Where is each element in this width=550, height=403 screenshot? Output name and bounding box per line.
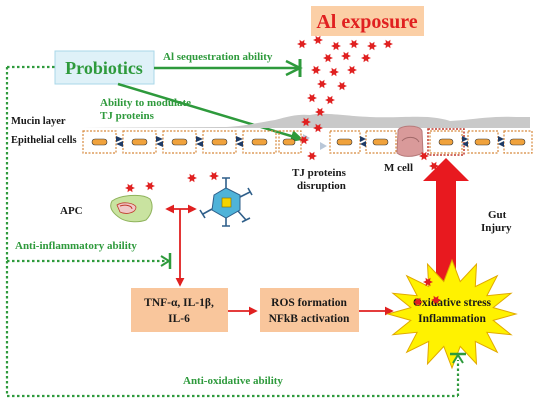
al-particle xyxy=(299,135,309,145)
al-exposure-label: Al exposure xyxy=(316,11,417,33)
ros-label-1: ROS formation xyxy=(271,297,347,309)
tj-protein xyxy=(462,136,468,147)
al-particle xyxy=(331,41,341,51)
tight-junctions xyxy=(116,136,504,147)
epithelial-cell xyxy=(329,130,361,154)
al-sequestration-label: Al sequestration ability xyxy=(163,51,273,63)
ros-box: ROS formation NFkB activation xyxy=(260,288,359,332)
tj-disruption-label-1: TJ proteins xyxy=(292,167,347,179)
tj-protein xyxy=(196,136,203,147)
al-particle xyxy=(431,295,441,305)
al-particle xyxy=(419,151,429,161)
gut-injury-label-2: Injury xyxy=(481,222,512,234)
al-particle xyxy=(329,67,339,77)
al-particle xyxy=(187,173,197,183)
cell-nucleus xyxy=(131,138,148,146)
al-particle xyxy=(307,93,317,103)
m-cell-pocket xyxy=(401,136,420,143)
cell-nucleus xyxy=(171,138,188,146)
al-exposure-box: Al exposure xyxy=(311,6,424,36)
ability-modulate-label-2: TJ proteins xyxy=(100,110,155,122)
cytokines-label-2: IL-6 xyxy=(168,313,190,325)
al-particle xyxy=(323,53,333,63)
al-particle xyxy=(413,297,423,307)
aluminium-particles xyxy=(125,35,441,307)
apc-cell-icon xyxy=(110,194,153,223)
dendritic-cell-icon xyxy=(199,177,253,227)
tj-disrupted xyxy=(320,142,327,150)
m-cell-label: M cell xyxy=(384,162,413,174)
mucin-layer-label: Mucin layer xyxy=(11,116,66,127)
oxidative-label-2: Inflammation xyxy=(418,313,486,325)
anti-inflammatory-label: Anti-inflammatory ability xyxy=(15,240,137,252)
al-particle xyxy=(337,81,347,91)
epithelial-cell xyxy=(278,130,302,154)
al-particle xyxy=(209,171,219,181)
al-particle xyxy=(341,51,351,61)
probiotics-label: Probiotics xyxy=(65,58,143,78)
al-particle xyxy=(315,107,325,117)
oxidative-stress-burst: Oxidative stress Inflammation xyxy=(386,258,518,370)
tj-protein xyxy=(156,136,163,147)
cell-nucleus xyxy=(336,138,353,146)
al-particle xyxy=(429,161,439,171)
cell-nucleus xyxy=(474,138,491,146)
al-particle xyxy=(423,277,433,287)
cytokines-box: TNF-α, IL-1β, IL-6 xyxy=(131,288,228,332)
oxidative-label-1: Oxidative stress xyxy=(413,297,492,309)
anti-oxidative-label: Anti-oxidative ability xyxy=(183,375,283,387)
cell-nucleus xyxy=(372,138,389,146)
gut-injury-arrow xyxy=(423,158,469,290)
al-particle xyxy=(317,79,327,89)
tj-protein xyxy=(116,136,123,147)
cell-nucleus xyxy=(509,138,526,146)
al-particle xyxy=(347,65,357,75)
apc-label: APC xyxy=(60,205,83,217)
al-particle xyxy=(313,35,323,45)
tj-protein xyxy=(360,136,366,147)
cytokines-label-1: TNF-α, IL-1β, xyxy=(144,297,214,309)
anti-inflammatory-head xyxy=(160,255,171,267)
tj-protein xyxy=(498,136,504,147)
cell-nucleus xyxy=(211,138,228,146)
al-particle xyxy=(125,183,135,193)
tj-protein xyxy=(236,136,243,147)
cell-nucleus xyxy=(251,138,268,146)
al-particle xyxy=(297,39,307,49)
al-particle xyxy=(311,65,321,75)
cell-nucleus xyxy=(282,138,296,146)
al-particle xyxy=(325,95,335,105)
modulate-arrow xyxy=(117,82,304,143)
al-particle xyxy=(307,151,317,161)
tj-disruption-label-2: disruption xyxy=(297,180,346,192)
injured-cell-highlight xyxy=(427,128,465,156)
al-particle xyxy=(145,181,155,191)
ros-label-2: NFkB activation xyxy=(269,313,350,325)
sequestration-head xyxy=(285,59,303,77)
cell-nucleus xyxy=(438,138,454,146)
probiotics-box: Probiotics xyxy=(54,50,155,85)
al-particle xyxy=(313,123,323,133)
al-particle xyxy=(383,39,393,49)
al-particle xyxy=(301,117,311,127)
gut-injury-label-1: Gut xyxy=(488,209,507,221)
disrupted-junctions xyxy=(303,134,327,150)
cell-nucleus xyxy=(91,138,108,146)
anti-oxidative-head xyxy=(452,353,464,364)
al-particle xyxy=(349,39,359,49)
al-particle xyxy=(361,53,371,63)
epithelial-cells-label: Epithelial cells xyxy=(11,135,77,146)
al-particle xyxy=(367,41,377,51)
